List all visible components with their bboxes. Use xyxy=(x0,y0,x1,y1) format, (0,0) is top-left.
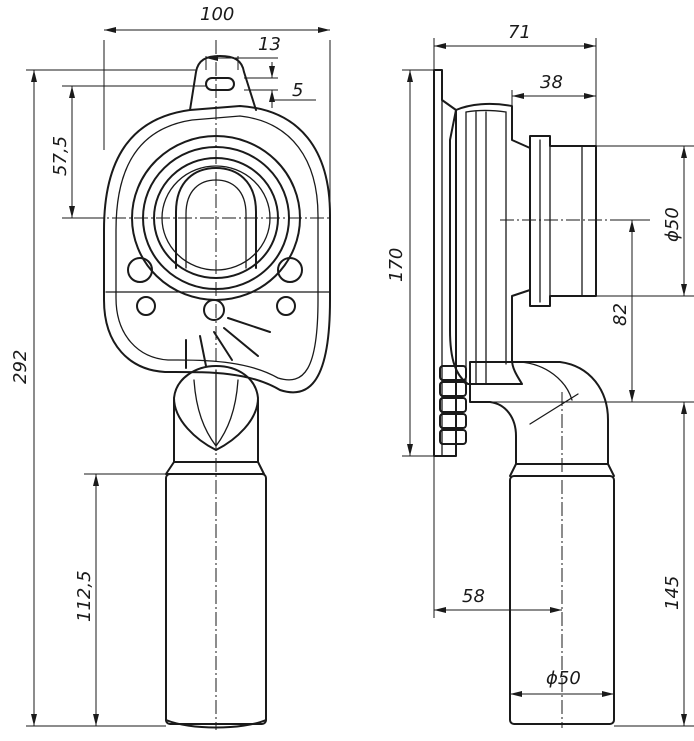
dim-71-label: 71 xyxy=(508,22,531,43)
front-mount-hole-right xyxy=(277,257,303,283)
side-pipe-joint xyxy=(509,463,615,477)
side-elbow-outer xyxy=(469,361,609,465)
front-mounting-lug xyxy=(189,55,257,111)
front-mount-hole-left xyxy=(127,257,153,283)
side-body-inner xyxy=(465,109,507,365)
side-elbow-seam xyxy=(529,393,579,425)
side-elbow-inner xyxy=(519,361,573,401)
front-mount-hole-bottom-right xyxy=(276,296,296,316)
front-dimensions: 100 13 5 57,5 292 112,5 xyxy=(10,4,331,727)
side-dimensions: 71 38 170 ϕ50 82 145 58 ϕ50 xyxy=(386,22,694,727)
front-view xyxy=(90,40,331,730)
dim-112-5-label: 112,5 xyxy=(74,570,95,622)
front-center-hole xyxy=(203,299,225,321)
side-view xyxy=(433,69,650,728)
dim-58-label: 58 xyxy=(462,586,485,607)
front-mount-hole-bottom-left xyxy=(136,296,156,316)
dim-5-label: 5 xyxy=(292,80,303,101)
dim-145-label: 145 xyxy=(662,576,683,610)
front-lug-slot xyxy=(205,77,235,91)
dim-38-label: 38 xyxy=(540,72,563,93)
dim-57-5-label: 57,5 xyxy=(50,136,71,176)
front-housing-inner-outline xyxy=(115,115,319,381)
dim-phi50-right-label: ϕ50 xyxy=(662,207,683,242)
side-valve-fins xyxy=(439,365,467,445)
side-inlet-pipe xyxy=(529,135,597,307)
dim-100-label: 100 xyxy=(200,4,234,25)
dim-13-label: 13 xyxy=(258,34,281,55)
side-body-outline xyxy=(449,102,531,385)
dim-phi50-bottom-label: ϕ50 xyxy=(546,668,581,689)
front-valve-fins xyxy=(185,317,271,369)
front-valve-drop xyxy=(173,365,259,451)
front-housing-outline xyxy=(103,105,331,394)
dim-292-label: 292 xyxy=(10,350,31,384)
dim-170-label: 170 xyxy=(386,248,407,282)
dim-82-label: 82 xyxy=(610,303,631,326)
